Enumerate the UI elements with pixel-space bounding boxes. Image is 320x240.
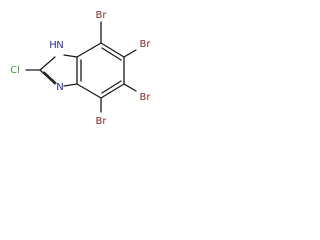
bond-c5-br [123,83,137,92]
structure-canvas: Cl H N N Br Br Br Br [0,0,167,132]
bond-c7-c6 [100,42,125,58]
bond-c7-c6-second [101,47,122,61]
bond-c4-c3a [76,83,102,99]
bromine-top-label: Br [96,10,108,21]
bromine-lower-right-label: Br [140,92,152,103]
bonds [25,21,137,113]
bond-c5-c4-second [101,80,122,94]
nh-nitrogen-label: N [56,40,63,51]
atom-labels: Cl H N N Br Br Br Br [10,10,151,127]
bond-c6-br [123,49,137,58]
bond-c5-c4 [100,83,125,99]
chlorine-label: Cl [10,65,20,76]
bond-c2-n1 [39,56,56,71]
bromine-bottom-label: Br [96,116,108,127]
bromine-upper-right-label: Br [140,39,152,50]
bond-n1-c7a [63,54,78,58]
bond-c7a-c7 [76,42,102,58]
bond-n3-c3a [63,83,78,87]
molecule-diagram: Cl H N N Br Br Br Br [10,10,151,127]
nh-hydrogen-label: H [49,40,57,51]
bond-c2-n3-second [43,71,57,84]
imine-nitrogen-label: N [56,82,63,93]
bond-c2-n3 [39,69,56,85]
